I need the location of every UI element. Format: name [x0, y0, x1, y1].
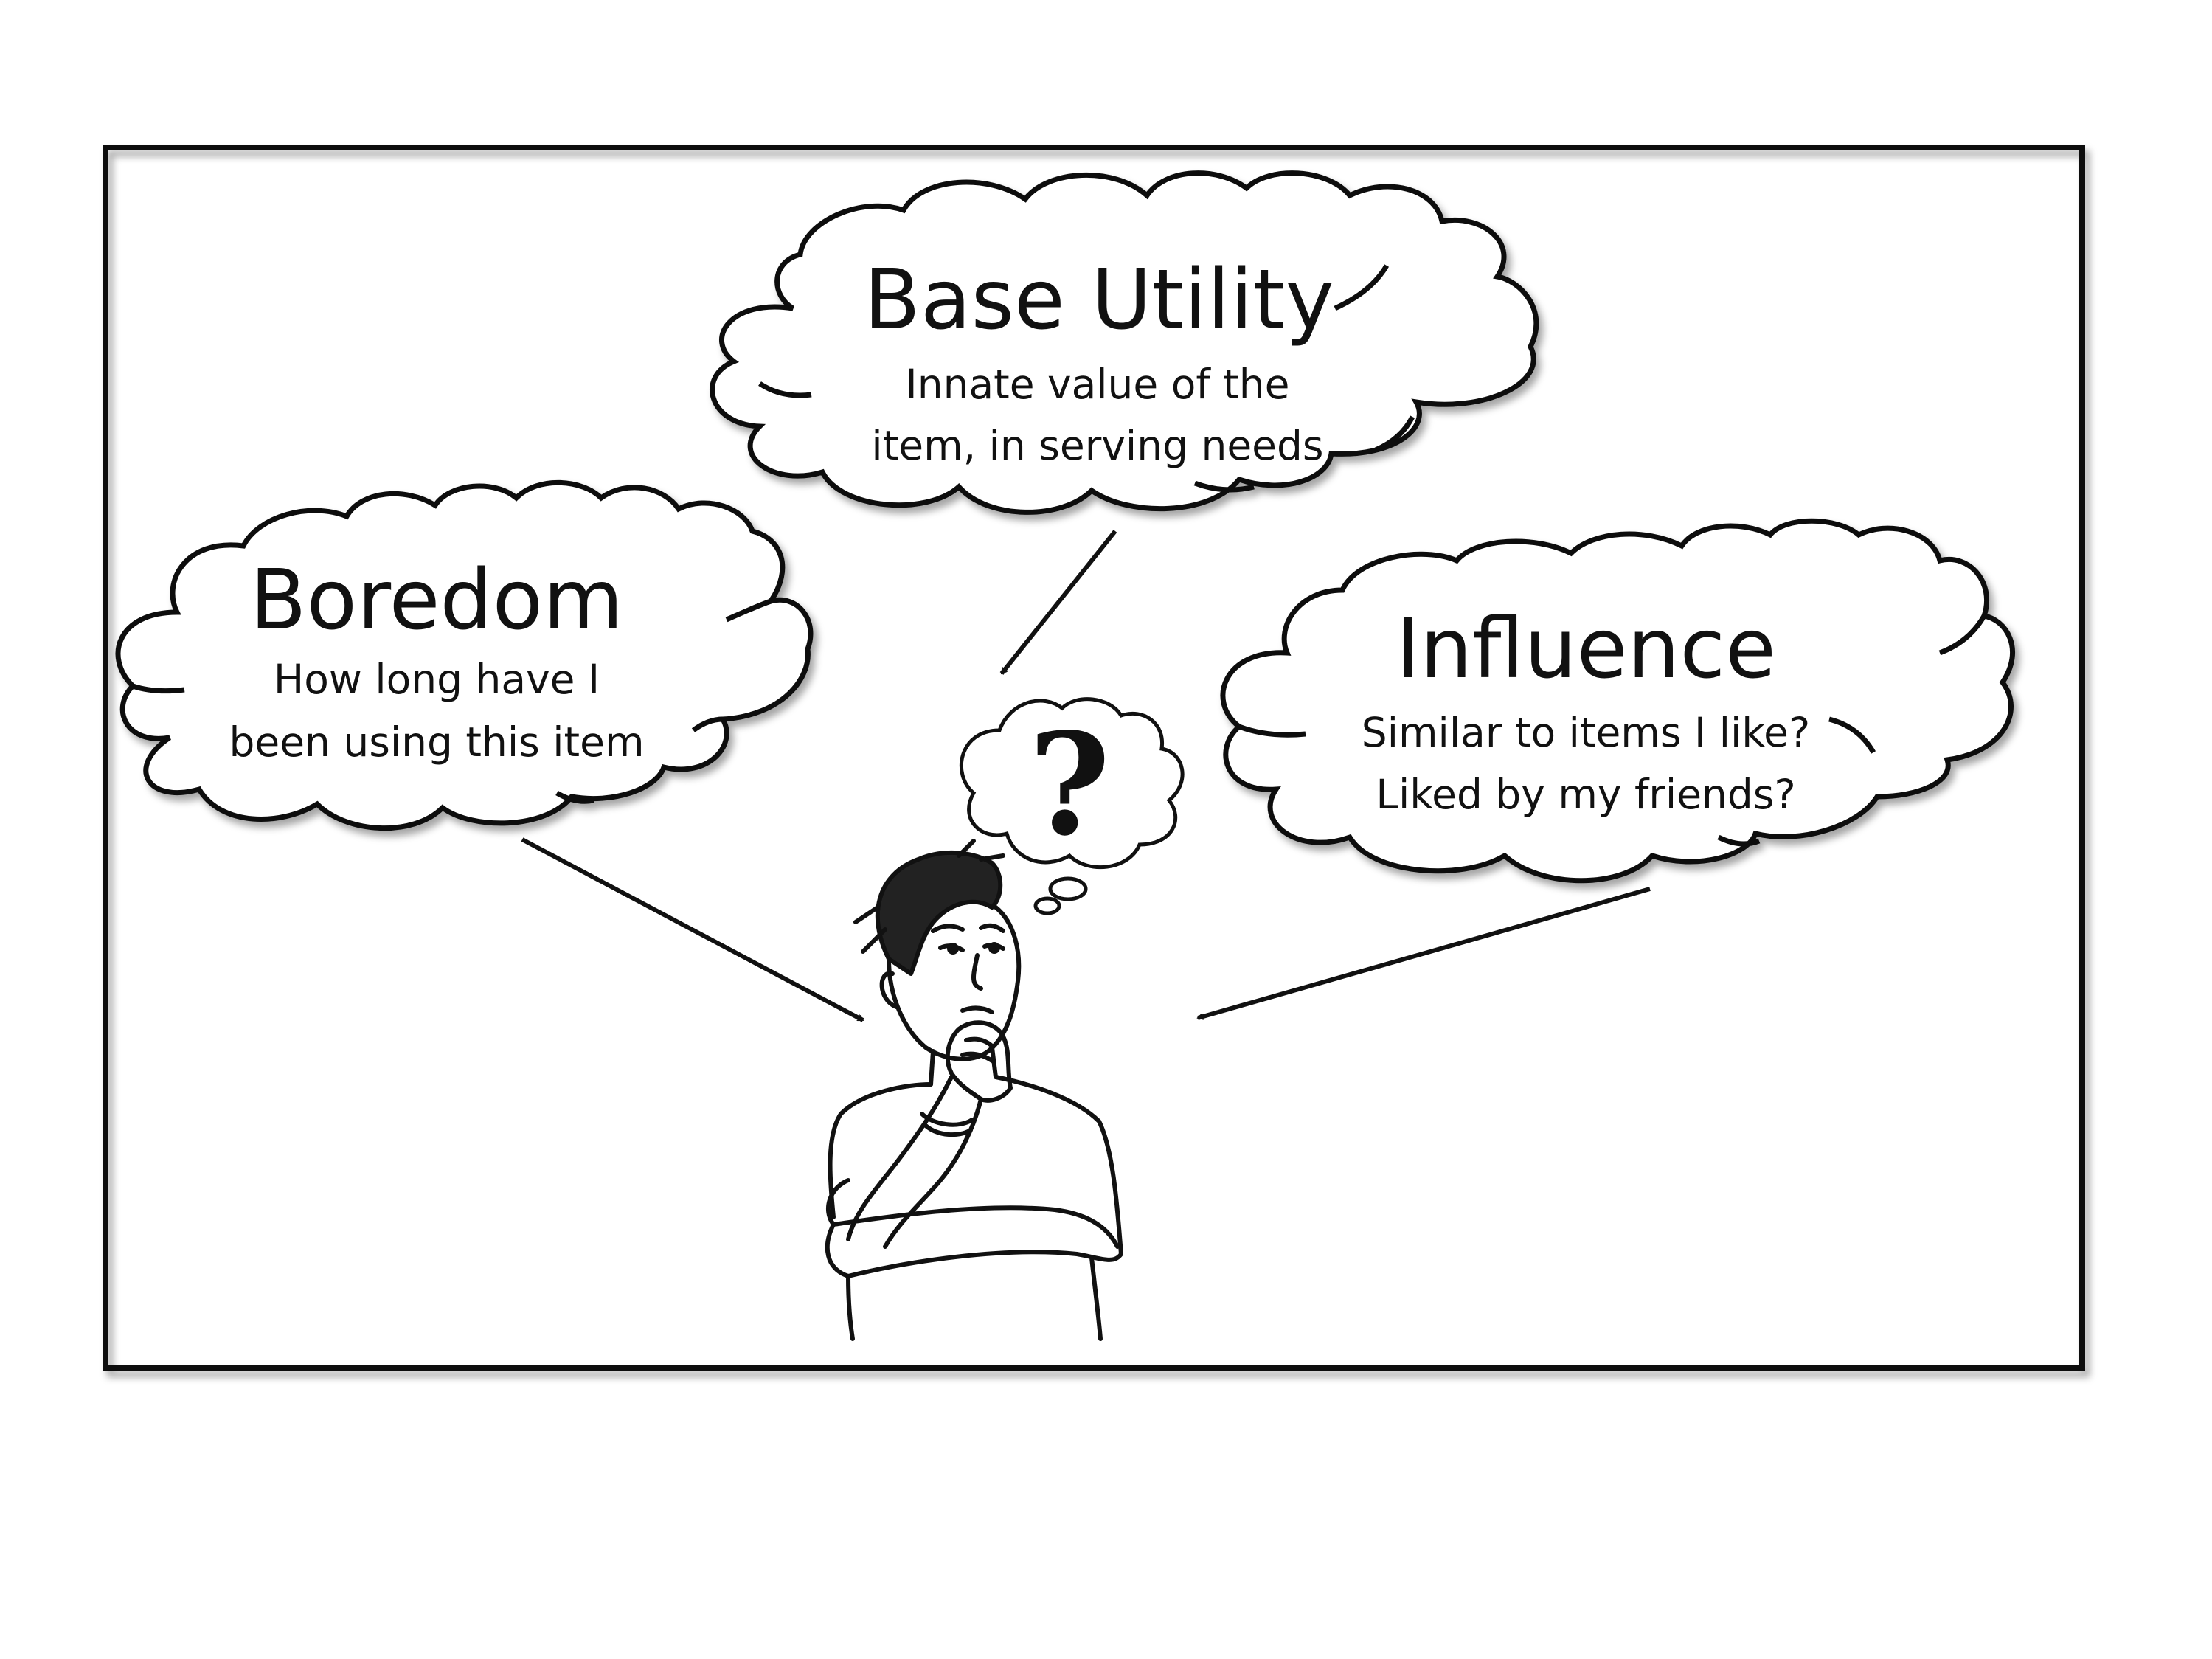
diagram-frame: [103, 145, 2085, 1371]
base-utility-cloud-folds: [758, 264, 1415, 493]
boredom-line2: been using this item: [229, 718, 644, 766]
person-face: [887, 905, 1022, 1061]
person-lower-body: [846, 1255, 1103, 1341]
influence-title: Influence: [1395, 601, 1776, 697]
influence-line1: Similar to items I like?: [1362, 709, 1810, 756]
arrows: [521, 530, 1651, 1022]
person-hair-strands: [853, 839, 1005, 954]
thought-bubble-icon: ?: [959, 697, 1185, 915]
boredom-title: Boredom: [250, 553, 624, 648]
boredom-cloud: [115, 479, 814, 831]
arrow-influence: [1198, 887, 1651, 1018]
base-utility-cloud-shape: [710, 170, 1539, 515]
base-utility-title: Base Utility: [864, 252, 1334, 348]
influence-cloud: [1220, 518, 2016, 884]
influence-cloud-folds: [1238, 614, 1987, 847]
base-utility-line2: item, in serving needs: [871, 422, 1323, 469]
person-neck: [929, 1045, 998, 1087]
person-hand: [945, 1020, 1013, 1103]
boredom-cloud-shape: [115, 479, 814, 831]
thought-bubble-dot-small: [1033, 896, 1061, 915]
base-utility-cloud: [710, 170, 1539, 515]
person-eyes: [931, 923, 1005, 952]
thought-bubble-shape: [959, 697, 1185, 870]
influence-line2: Liked by my friends?: [1376, 771, 1795, 818]
arrow-boredom: [521, 837, 863, 1022]
person-ear: [879, 971, 898, 1009]
person-crossed-arm: [825, 1178, 1123, 1278]
person-wristband: [920, 1112, 974, 1137]
arrow-base-utility: [999, 530, 1117, 675]
person-raised-arm: [846, 1075, 983, 1249]
person-pupil-right: [988, 942, 1000, 954]
base-utility-line1: Innate value of the: [906, 361, 1290, 408]
boredom-line1: How long have I: [274, 656, 600, 703]
person-torso: [828, 1075, 1123, 1256]
influence-cloud-shape: [1220, 518, 2016, 884]
thinking-person-icon: [825, 839, 1123, 1341]
person-hair: [875, 851, 1003, 976]
thought-bubble-dot-large: [1048, 876, 1088, 901]
question-mark: ?: [1028, 702, 1110, 867]
person-nose: [971, 953, 983, 991]
person-mouth: [960, 1005, 994, 1014]
person-pupil-left: [947, 943, 959, 955]
boredom-cloud-folds: [131, 598, 772, 804]
